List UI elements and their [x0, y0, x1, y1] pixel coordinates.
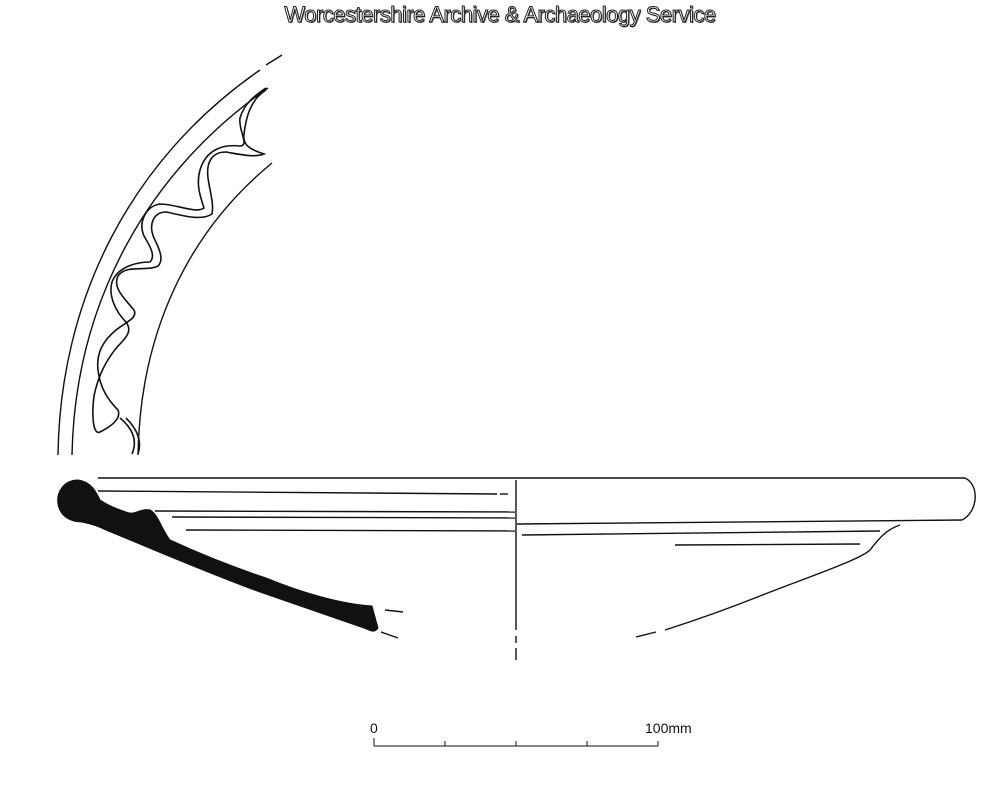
scale-bar-end-label: 100mm: [645, 720, 692, 736]
vessel-profile: [97, 477, 976, 660]
elevation-body-dash: [635, 631, 657, 638]
section-inner-line-1: [97, 490, 498, 495]
elevation-groove-1: [521, 530, 881, 536]
rim-outer-arc: [57, 69, 261, 456]
elevation-groove-2: [674, 543, 861, 546]
scale-bar: [373, 738, 659, 747]
rim-bottom-line: [516, 519, 963, 525]
rim-section-profile: [57, 479, 379, 632]
rim-right-edge: [961, 477, 976, 521]
scale-bar-start-label: 0: [370, 720, 378, 736]
wavy-decoration-hook: [119, 417, 141, 455]
section-inner-line-2: [154, 510, 516, 513]
wavy-decoration-motif: [92, 87, 267, 433]
rim-plan-view: [57, 54, 283, 456]
section-inner-line-4: [185, 529, 516, 532]
page-title: Worcestershire Archive & Archaeology Ser…: [284, 2, 717, 28]
section-break-dash-2: [380, 631, 399, 639]
rim-second-arc: [71, 87, 269, 456]
rim-outer-arc-end: [265, 54, 283, 66]
rim-inner-arc: [137, 162, 273, 456]
elevation-body-curve: [664, 524, 901, 631]
section-inner-line-3: [171, 516, 516, 519]
section-break-dash-1: [384, 609, 404, 613]
